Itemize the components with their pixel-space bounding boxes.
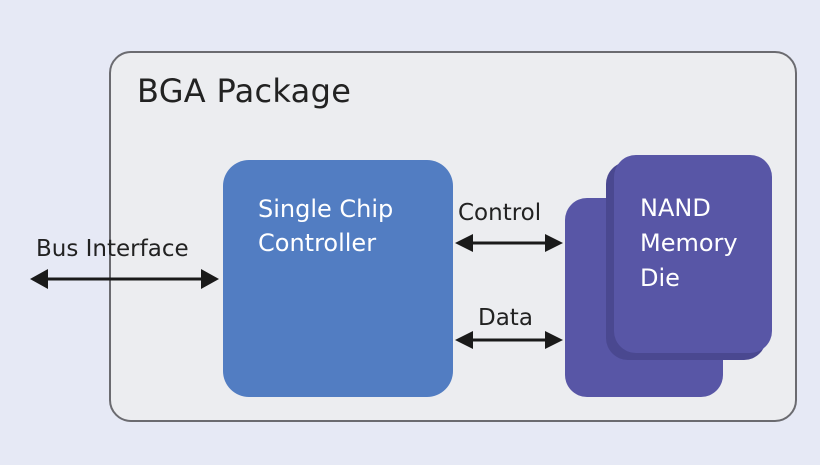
nand-die-front bbox=[614, 155, 772, 353]
nand-label: NAND Memory Die bbox=[640, 191, 738, 296]
nand-label-line3: Die bbox=[640, 264, 680, 292]
data-label: Data bbox=[478, 305, 533, 331]
controller-label-line2: Controller bbox=[258, 229, 377, 257]
bus-interface-arrow bbox=[30, 269, 219, 289]
controller-label: Single Chip Controller bbox=[258, 192, 393, 260]
package-title: BGA Package bbox=[137, 72, 352, 110]
controller-block bbox=[223, 160, 453, 397]
bus-interface-label: Bus Interface bbox=[36, 236, 189, 262]
nand-label-line2: Memory bbox=[640, 229, 738, 257]
nand-label-line1: NAND bbox=[640, 194, 711, 222]
control-label: Control bbox=[458, 200, 542, 226]
control-arrow bbox=[455, 234, 563, 252]
data-arrow bbox=[455, 331, 563, 349]
controller-label-line1: Single Chip bbox=[258, 195, 394, 223]
